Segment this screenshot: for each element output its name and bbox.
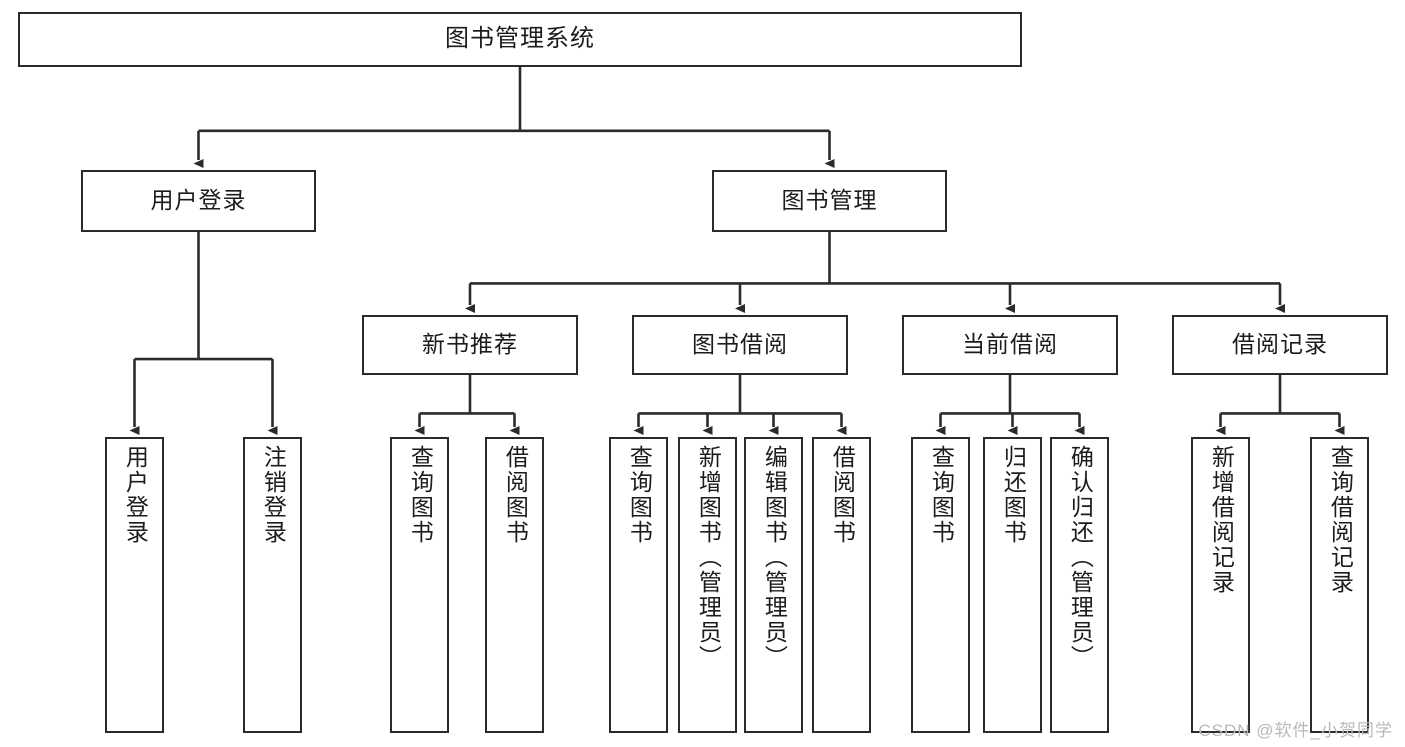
node-leaf-query-record[interactable]: 查询借阅记录 (1310, 437, 1369, 733)
node-label: 注销登录 (260, 445, 287, 545)
node-label: 图书管理系统 (445, 25, 595, 53)
node-leaf-query-book-1[interactable]: 查询图书 (390, 437, 449, 733)
node-leaf-add-book[interactable]: 新增图书（管理员） (678, 437, 737, 733)
node-leaf-add-record[interactable]: 新增借阅记录 (1191, 437, 1250, 733)
node-label: 借阅图书 (502, 445, 529, 545)
node-label: 归还图书 (1000, 445, 1027, 545)
node-leaf-logout[interactable]: 注销登录 (243, 437, 302, 733)
node-leaf-user-login[interactable]: 用户登录 (105, 437, 164, 733)
node-user-login[interactable]: 用户登录 (81, 170, 316, 232)
node-label: 新增借阅记录 (1208, 445, 1235, 595)
node-book-management[interactable]: 图书管理 (712, 170, 947, 232)
node-leaf-confirm-return[interactable]: 确认归还（管理员） (1050, 437, 1109, 733)
node-leaf-query-book-3[interactable]: 查询图书 (911, 437, 970, 733)
node-leaf-query-book-2[interactable]: 查询图书 (609, 437, 668, 733)
node-book-borrow[interactable]: 图书借阅 (632, 315, 848, 375)
node-label: 编辑图书（管理员） (761, 445, 788, 670)
node-label: 新增图书（管理员） (695, 445, 722, 670)
node-leaf-edit-book[interactable]: 编辑图书（管理员） (744, 437, 803, 733)
node-label: 借阅记录 (1232, 331, 1328, 358)
node-label: 当前借阅 (962, 331, 1058, 358)
node-label: 确认归还（管理员） (1067, 445, 1094, 670)
node-label: 查询借阅记录 (1327, 445, 1354, 595)
node-new-book-recommend[interactable]: 新书推荐 (362, 315, 578, 375)
node-leaf-borrow-book-2[interactable]: 借阅图书 (812, 437, 871, 733)
node-label: 图书借阅 (692, 331, 788, 358)
node-label: 用户登录 (122, 445, 149, 545)
node-label: 查询图书 (928, 445, 955, 545)
node-label: 查询图书 (626, 445, 653, 545)
node-leaf-borrow-book-1[interactable]: 借阅图书 (485, 437, 544, 733)
node-label: 查询图书 (407, 445, 434, 545)
node-label: 用户登录 (150, 187, 247, 214)
node-borrow-record[interactable]: 借阅记录 (1172, 315, 1388, 375)
node-leaf-return-book[interactable]: 归还图书 (983, 437, 1042, 733)
node-label: 图书管理 (781, 187, 878, 214)
node-label: 借阅图书 (829, 445, 856, 545)
node-label: 新书推荐 (422, 331, 518, 358)
node-root[interactable]: 图书管理系统 (18, 12, 1022, 67)
node-current-borrow[interactable]: 当前借阅 (902, 315, 1118, 375)
